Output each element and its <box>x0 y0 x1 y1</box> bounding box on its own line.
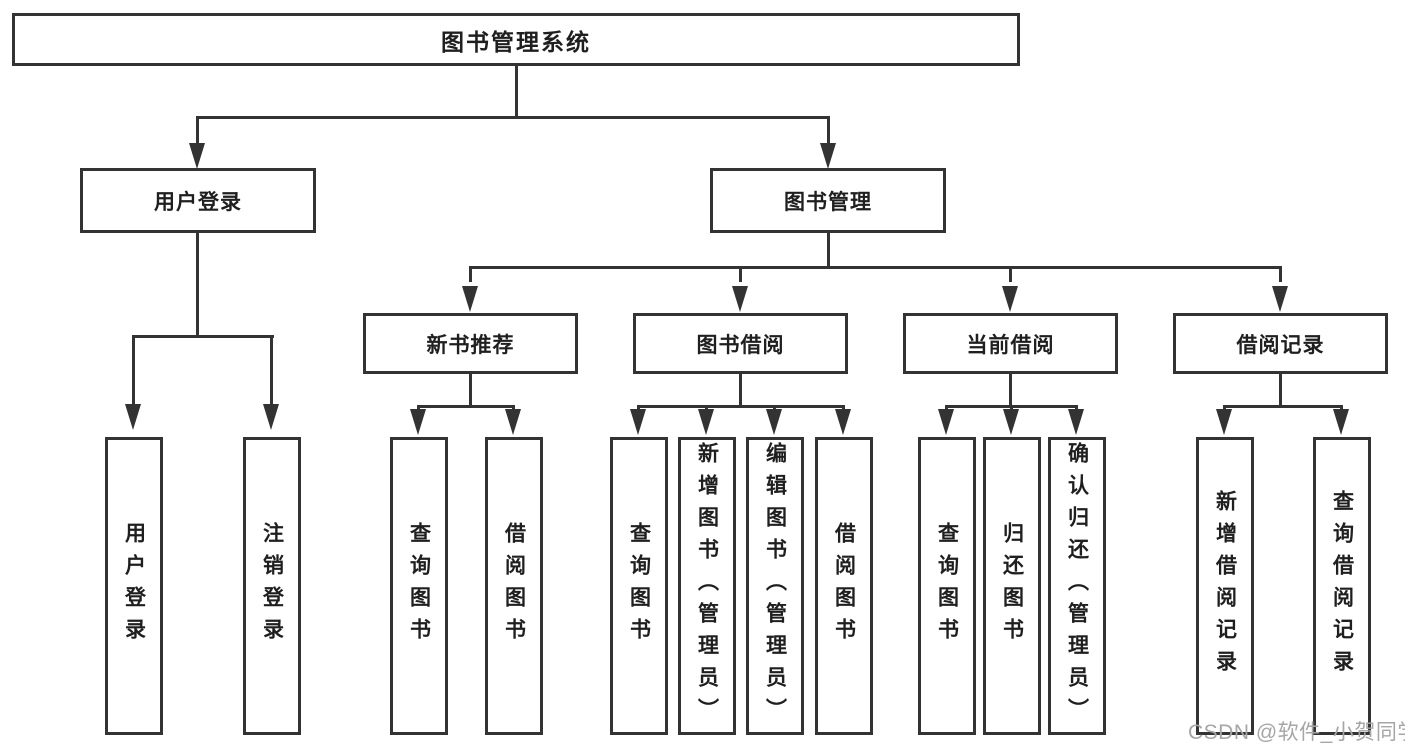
connector-drop <box>739 266 742 282</box>
arrow-down-icon <box>835 409 851 435</box>
connector-user-stem <box>196 232 199 337</box>
node-current-borrow-label: 当前借阅 <box>966 333 1055 357</box>
node-book-management-label: 图书管理 <box>784 190 872 214</box>
arrow-down-icon <box>732 286 748 312</box>
leaf-user-login-label: 用户登录 <box>122 522 146 650</box>
node-new-book-recommend: 新书推荐 <box>363 313 578 374</box>
leaf-newbook-borrow-label: 借阅图书 <box>502 522 526 650</box>
leaf-borrow-edit-admin-label: 编辑图书（管理员） <box>763 442 787 730</box>
arrow-down-icon <box>410 409 426 435</box>
leaf-borrow-borrow: 借阅图书 <box>815 437 873 735</box>
leaf-current-confirm-admin: 确认归还（管理员） <box>1048 437 1106 735</box>
connector-rail <box>637 405 845 408</box>
node-user-login: 用户登录 <box>80 168 316 233</box>
arrow-down-icon <box>1068 409 1084 435</box>
connector-rail <box>1223 405 1343 408</box>
leaf-borrow-query-label: 查询图书 <box>627 522 651 650</box>
leaf-borrow-edit-admin: 编辑图书（管理员） <box>746 437 804 735</box>
arrow-down-icon <box>1003 409 1019 435</box>
node-user-login-label: 用户登录 <box>154 190 242 214</box>
connector-book-stem <box>827 232 830 268</box>
connector-stem <box>469 374 472 407</box>
arrow-down-icon <box>189 143 205 169</box>
node-current-borrow: 当前借阅 <box>903 313 1118 374</box>
leaf-logout: 注销登录 <box>243 437 301 735</box>
leaf-newbook-query: 查询图书 <box>390 437 448 735</box>
node-new-book-recommend-label: 新书推荐 <box>426 333 515 357</box>
connector-drop <box>469 266 472 282</box>
connector-l1-rail <box>196 116 830 119</box>
node-book-borrow: 图书借阅 <box>633 313 848 374</box>
connector-rail <box>417 405 515 408</box>
leaf-newbook-query-label: 查询图书 <box>407 522 431 650</box>
node-borrow-record-label: 借阅记录 <box>1236 333 1325 357</box>
leaf-borrow-borrow-label: 借阅图书 <box>832 522 856 650</box>
leaf-logout-label: 注销登录 <box>260 522 284 650</box>
node-book-borrow-label: 图书借阅 <box>696 333 785 357</box>
node-root: 图书管理系统 <box>12 13 1020 66</box>
leaf-record-query: 查询借阅记录 <box>1313 437 1371 735</box>
leaf-borrow-add-admin-label: 新增图书（管理员） <box>695 442 719 730</box>
node-borrow-record: 借阅记录 <box>1173 313 1388 374</box>
arrow-down-icon <box>1002 286 1018 312</box>
node-root-label: 图书管理系统 <box>441 28 591 55</box>
leaf-user-login: 用户登录 <box>105 437 163 735</box>
leaf-record-add-label: 新增借阅记录 <box>1213 490 1237 682</box>
node-book-management: 图书管理 <box>710 168 946 233</box>
connector-drop-book <box>827 116 830 146</box>
arrow-down-icon <box>125 404 141 430</box>
arrow-down-icon <box>766 409 782 435</box>
connector-root-stem <box>515 64 518 118</box>
arrow-down-icon <box>263 404 279 430</box>
leaf-record-query-label: 查询借阅记录 <box>1330 490 1354 682</box>
arrow-down-icon <box>1216 409 1232 435</box>
connector-stem <box>1279 374 1282 407</box>
leaf-borrow-add-admin: 新增图书（管理员） <box>678 437 736 735</box>
leaf-current-query-label: 查询图书 <box>935 522 959 650</box>
leaf-current-return: 归还图书 <box>983 437 1041 735</box>
arrow-down-icon <box>938 409 954 435</box>
connector-drop-user <box>196 116 199 146</box>
leaf-current-confirm-admin-label: 确认归还（管理员） <box>1065 442 1089 730</box>
arrow-down-icon <box>1333 409 1349 435</box>
connector-drop <box>132 335 135 405</box>
leaf-current-return-label: 归还图书 <box>1000 522 1024 650</box>
connector-drop <box>1279 266 1282 282</box>
arrow-down-icon <box>505 409 521 435</box>
leaf-borrow-query: 查询图书 <box>610 437 668 735</box>
leaf-current-query: 查询图书 <box>918 437 976 735</box>
leaf-record-add: 新增借阅记录 <box>1196 437 1254 735</box>
connector-drop <box>270 335 273 405</box>
arrow-down-icon <box>462 286 478 312</box>
connector-user-rail <box>132 335 274 338</box>
arrow-down-icon <box>698 409 714 435</box>
arrow-down-icon <box>1272 286 1288 312</box>
arrow-down-icon <box>820 143 836 169</box>
connector-l3-rail <box>469 266 1282 269</box>
connector-stem <box>739 374 742 407</box>
watermark: CSDN @软件_小贺同学 <box>1188 721 1405 744</box>
connector-stem <box>1009 374 1012 407</box>
connector-drop <box>1009 266 1012 282</box>
arrow-down-icon <box>630 409 646 435</box>
leaf-newbook-borrow: 借阅图书 <box>485 437 543 735</box>
